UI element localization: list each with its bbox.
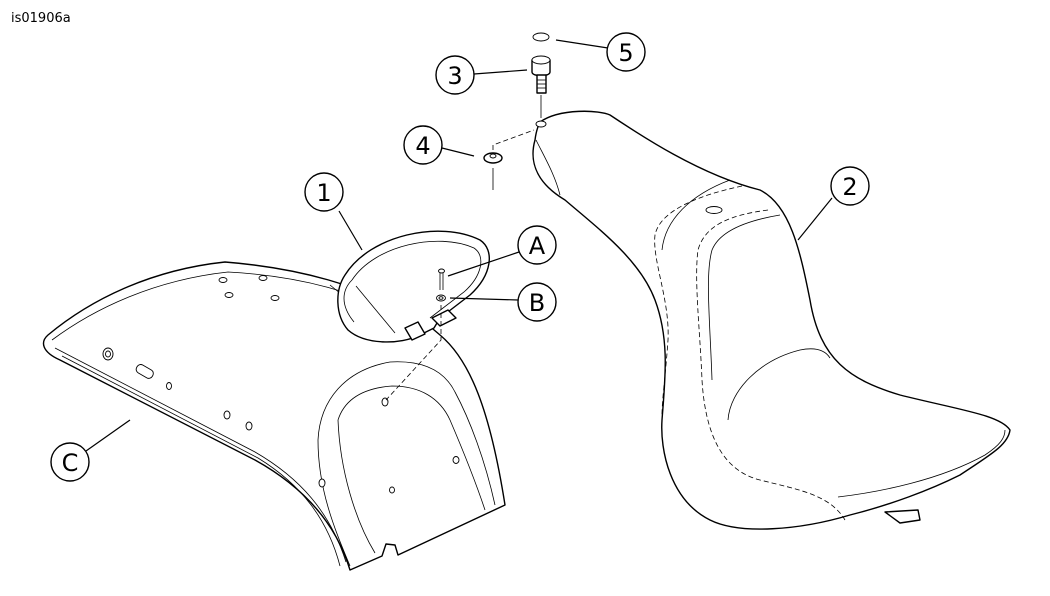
seat-strap — [337, 230, 490, 343]
callout-b: B — [517, 282, 557, 322]
callout-5: 5 — [606, 32, 646, 72]
bracket-fasteners — [385, 268, 446, 401]
callout-label-b: B — [529, 289, 545, 317]
callout-label-2: 2 — [842, 173, 857, 201]
callout-4: 4 — [403, 125, 443, 165]
callout-1: 1 — [304, 172, 344, 212]
callout-3: 3 — [435, 55, 475, 95]
callout-label-a: A — [529, 232, 546, 260]
callout-label-1: 1 — [316, 179, 331, 207]
callout-label-c: C — [62, 449, 79, 477]
callout-c: C — [50, 442, 90, 482]
callout-label-3: 3 — [447, 62, 462, 90]
leader-lines — [85, 39, 833, 452]
callout-label-5: 5 — [618, 39, 633, 67]
screw-assembly — [483, 32, 551, 190]
seat — [532, 110, 1011, 530]
callout-2: 2 — [830, 166, 870, 206]
figure-id-label: is01906a — [11, 11, 71, 26]
callout-label-4: 4 — [415, 132, 430, 160]
callout-a: A — [517, 225, 557, 265]
